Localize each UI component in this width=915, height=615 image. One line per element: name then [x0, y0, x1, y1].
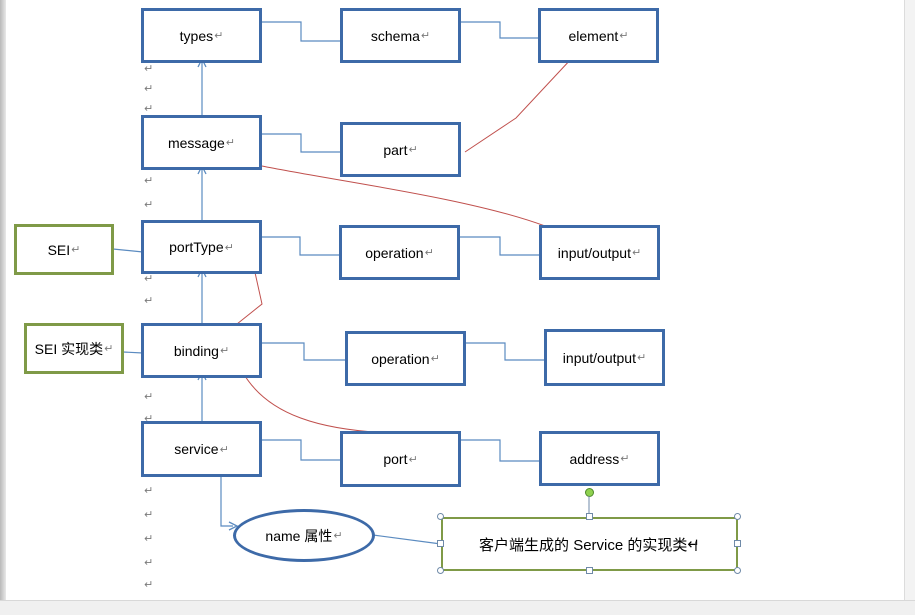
paragraph-mark: ↵: [144, 273, 154, 285]
paragraph-mark: ↵: [144, 557, 154, 569]
node-sei[interactable]: SEI↵: [14, 224, 114, 275]
node-label: operation: [365, 244, 424, 261]
node-label: element: [568, 27, 619, 44]
paragraph-mark: ↵: [144, 295, 154, 307]
return-mark: ↵: [219, 443, 229, 456]
return-mark: ↵: [408, 144, 418, 156]
node-label: service: [174, 441, 219, 457]
return-mark: ↵: [225, 137, 236, 149]
return-mark: ↵: [620, 453, 630, 465]
connector-message-part: [261, 133, 341, 153]
node-operation-porttype[interactable]: operation↵: [339, 225, 460, 280]
window-frame-bottom: [0, 600, 915, 615]
paragraph-mark: ↵: [144, 533, 154, 545]
node-types[interactable]: types↵: [141, 8, 262, 63]
connector-operation-inputoutput-2: [465, 342, 545, 361]
return-mark: ↵: [214, 30, 224, 42]
node-part[interactable]: part↵: [340, 122, 461, 177]
arrow-service-to-name: [220, 476, 233, 526]
return-mark: ↵: [636, 352, 647, 364]
relation-binding-to-porttype: [236, 268, 263, 325]
return-mark: ↵: [430, 353, 440, 365]
resize-handle-left[interactable]: [437, 540, 444, 547]
text-cursor-icon: I: [694, 538, 698, 554]
paragraph-mark: ↵: [144, 63, 154, 75]
connector-seiimpl-binding: [122, 351, 144, 354]
node-label: portType: [169, 239, 224, 255]
node-label: schema: [370, 27, 420, 44]
relation-part-to-element: [464, 57, 573, 153]
node-label: SEI 实现类: [34, 340, 104, 357]
connector-schema-element: [461, 21, 539, 39]
resize-handle-top-right[interactable]: [734, 513, 741, 520]
paragraph-mark: ↵: [144, 485, 154, 497]
node-label: operation: [371, 350, 430, 367]
return-mark: ↵: [224, 241, 234, 254]
connector-binding-operation: [261, 342, 346, 361]
resize-handle-top[interactable]: [586, 513, 593, 520]
return-mark: ↵: [631, 247, 642, 259]
paragraph-mark: ↵: [144, 413, 154, 425]
node-operation-binding[interactable]: operation↵: [345, 331, 466, 386]
node-label: part: [383, 141, 408, 158]
return-mark: ↵: [333, 530, 343, 542]
node-label: types: [179, 27, 214, 44]
paragraph-mark: ↵: [144, 175, 154, 187]
node-sei-impl[interactable]: SEI 实现类↵: [24, 323, 124, 374]
node-label: input/output: [562, 349, 636, 366]
return-mark: ↵: [71, 244, 81, 256]
node-label: address: [569, 450, 620, 467]
connector-porttype-operation: [261, 236, 340, 256]
connector-service-port: [261, 439, 341, 461]
node-name-attribute[interactable]: name 属性↵: [233, 509, 375, 562]
node-label: input/output: [557, 244, 631, 261]
node-label: port: [383, 451, 408, 467]
node-address[interactable]: address↵: [539, 431, 660, 486]
node-label: message: [167, 134, 225, 151]
node-label: SEI: [47, 241, 71, 258]
return-mark: ↵: [619, 30, 629, 42]
node-port[interactable]: port↵: [340, 431, 461, 487]
node-inputoutput-porttype[interactable]: input/output↵: [539, 225, 660, 280]
paragraph-mark: ↵: [144, 83, 154, 95]
note-label: 客户端生成的 Service 的实现类: [479, 536, 688, 554]
return-mark: ↵: [408, 453, 418, 466]
connector-operation-inputoutput-1: [459, 236, 540, 256]
paragraph-mark: ↵: [144, 199, 154, 211]
paragraph-mark: ↵: [144, 103, 154, 115]
window-frame-right: [904, 0, 915, 614]
relation-message-to-inputoutput: [261, 165, 546, 227]
connector-port-address: [459, 439, 540, 462]
resize-handle-bottom-left[interactable]: [437, 567, 444, 574]
resize-handle-bottom-right[interactable]: [734, 567, 741, 574]
paragraph-mark: ↵: [144, 579, 154, 591]
node-inputoutput-binding[interactable]: input/output↵: [544, 329, 665, 386]
node-service[interactable]: service↵: [141, 421, 262, 477]
resize-handle-top-left[interactable]: [437, 513, 444, 520]
return-mark: ↵: [104, 343, 114, 355]
return-mark: ↵: [420, 30, 431, 42]
resize-handle-right[interactable]: [734, 540, 741, 547]
node-label: binding: [173, 342, 219, 359]
return-mark: ↵: [687, 536, 700, 553]
connector-name-to-note: [372, 534, 442, 545]
node-binding[interactable]: binding↵: [141, 323, 262, 378]
node-message[interactable]: message↵: [141, 115, 262, 170]
paragraph-mark: ↵: [144, 509, 154, 521]
node-porttype[interactable]: portType↵: [141, 220, 262, 274]
paragraph-mark: ↵: [144, 391, 154, 403]
node-schema[interactable]: schema↵: [340, 8, 461, 63]
resize-handle-bottom[interactable]: [586, 567, 593, 574]
window-frame-left: [0, 0, 6, 614]
connector-types-schema: [261, 21, 341, 42]
rotation-handle-stem: [588, 496, 590, 516]
return-mark: ↵: [424, 247, 434, 259]
return-mark: ↵: [219, 345, 230, 357]
node-label: name 属性: [265, 527, 333, 544]
node-element[interactable]: element↵: [538, 8, 659, 63]
connector-sei-porttype: [112, 248, 144, 253]
